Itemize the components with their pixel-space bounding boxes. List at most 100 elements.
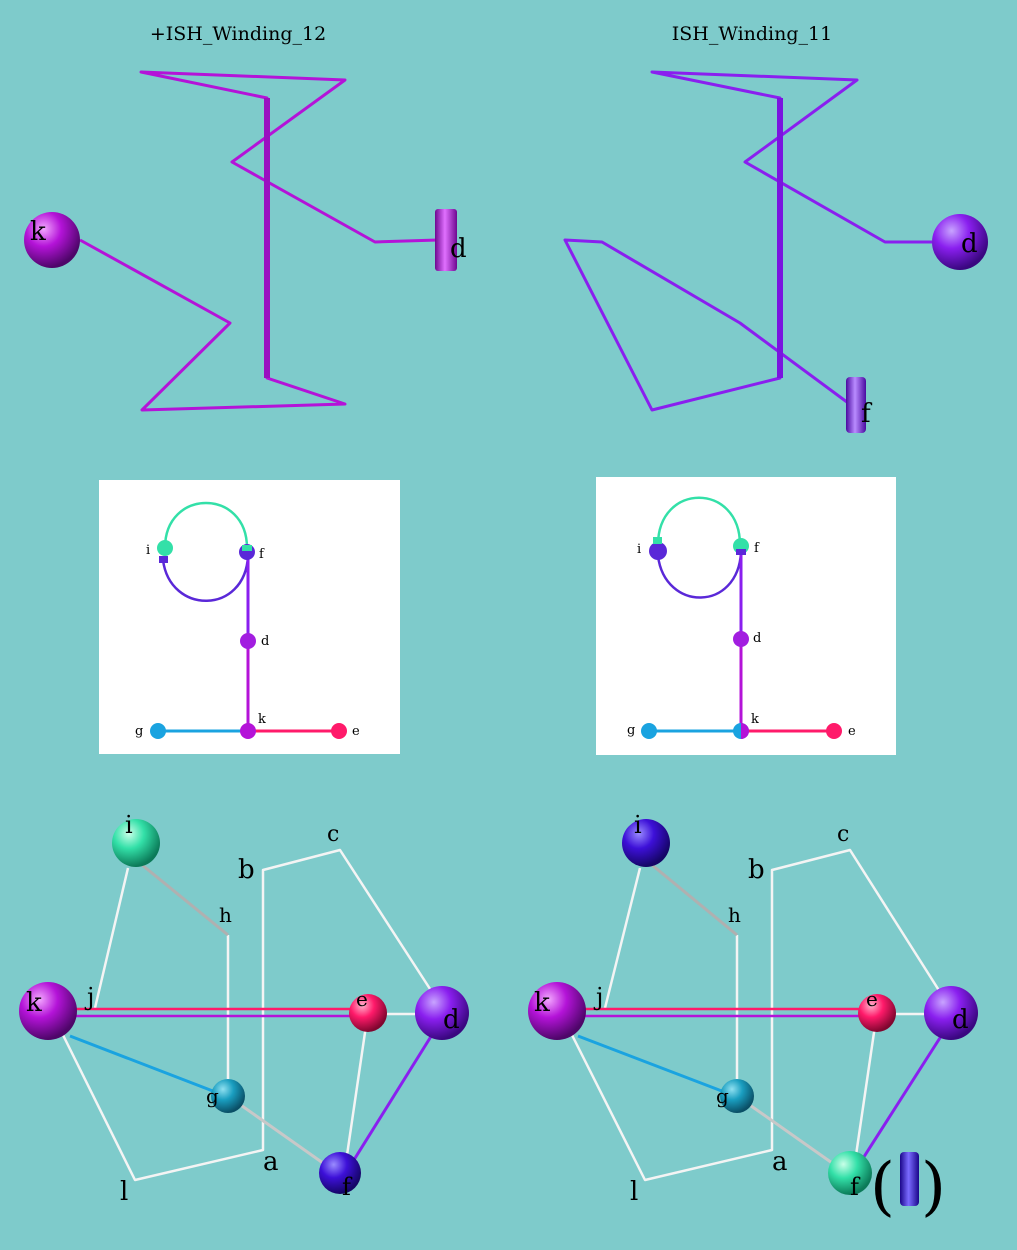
- label-e: e: [866, 987, 878, 1011]
- node-i: [649, 542, 667, 560]
- label-k: k: [30, 217, 46, 247]
- bracket-close: ): [921, 1150, 946, 1224]
- label-a: a: [772, 1147, 788, 1177]
- winding-left-path: [79, 70, 439, 412]
- graph-left-3d: i c b h j k e d g a l f: [19, 811, 469, 1207]
- winding-right-3d: d f: [563, 70, 988, 433]
- label-g: g: [135, 724, 143, 739]
- label-e: e: [848, 724, 856, 739]
- node-g-sphere-icon: [211, 1079, 245, 1113]
- endcap-f-cylinder-icon: [846, 377, 866, 433]
- loop-i-f-bottom-edge: [656, 551, 743, 599]
- label-i: i: [634, 811, 642, 839]
- edge-d-f: [350, 1029, 437, 1164]
- label-d: d: [443, 1005, 460, 1035]
- node-i-sphere-icon: [622, 819, 670, 867]
- label-d: d: [753, 631, 761, 646]
- edge-e-f: [344, 1011, 370, 1163]
- tick-i: [159, 556, 168, 563]
- endcap-cylinder-icon: [900, 1152, 919, 1206]
- node-i: [157, 540, 173, 556]
- winding-right-path: [563, 70, 932, 412]
- edge-i-j: [603, 867, 642, 1009]
- label-j: j: [84, 983, 94, 1011]
- node-k-sphere-icon: [528, 982, 586, 1040]
- label-j: j: [593, 983, 603, 1011]
- label-f: f: [754, 541, 760, 556]
- edge-i-h: [135, 858, 229, 937]
- loop-i-f-bottom-edge: [161, 555, 250, 602]
- tick-i: [653, 537, 662, 544]
- title-left: +ISH_Winding_12: [150, 23, 326, 45]
- label-i: i: [146, 543, 150, 558]
- node-f-sphere-icon: [319, 1152, 361, 1194]
- label-c: c: [837, 822, 849, 847]
- label-d-right: d: [961, 229, 978, 259]
- winding-left-3d: k d: [24, 70, 467, 412]
- label-e: e: [352, 724, 360, 739]
- edge-i-h: [645, 858, 738, 937]
- node-d: [733, 631, 749, 647]
- label-g: g: [206, 1084, 219, 1108]
- label-b: b: [238, 855, 255, 885]
- node-d: [240, 633, 256, 649]
- label-i: i: [637, 542, 641, 557]
- edge-i-j: [93, 867, 130, 1009]
- label-h: h: [728, 903, 741, 927]
- label-f: f: [850, 1173, 861, 1201]
- node-k-sphere-icon: [19, 982, 77, 1040]
- label-e: e: [356, 987, 368, 1011]
- node-g-sphere-icon: [720, 1079, 754, 1113]
- label-l: l: [630, 1177, 638, 1207]
- label-f: f: [342, 1173, 353, 1201]
- edge-g-f: [227, 1094, 331, 1170]
- node-g: [150, 723, 166, 739]
- bracket-open: (: [870, 1150, 895, 1224]
- label-c: c: [327, 822, 339, 847]
- label-a: a: [263, 1147, 279, 1177]
- label-l: l: [120, 1177, 128, 1207]
- node-k: [240, 723, 256, 739]
- schematic-left: i f d g k e: [99, 480, 400, 754]
- node-f-sphere-icon: [828, 1151, 872, 1195]
- label-b: b: [748, 855, 765, 885]
- node-d-sphere-icon: [415, 986, 469, 1040]
- edge-k-g: [577, 1034, 728, 1095]
- label-f: f: [259, 547, 265, 562]
- label-f-right: f: [861, 399, 873, 429]
- node-k-half: [741, 723, 749, 739]
- label-d: d: [952, 1005, 969, 1035]
- white-edges: [570, 848, 942, 1182]
- label-g: g: [627, 723, 635, 738]
- node-d-sphere-icon: [932, 214, 988, 270]
- label-d: d: [261, 634, 269, 649]
- node-g: [641, 723, 657, 739]
- label-k: k: [26, 988, 42, 1018]
- label-i: i: [125, 811, 133, 839]
- edge-g-f: [736, 1094, 836, 1167]
- node-e: [331, 723, 347, 739]
- tick-f: [736, 549, 746, 555]
- loop-i-f-top-edge: [656, 496, 742, 546]
- graph-right-3d: ( ) i c b h j k e d g a l f: [528, 811, 978, 1224]
- loop-i-f-top-edge: [163, 501, 249, 549]
- node-k-sphere-icon: [24, 212, 80, 268]
- endcap-d-cylinder-icon: [435, 209, 457, 271]
- label-k: k: [258, 712, 266, 727]
- title-right: ISH_Winding_11: [672, 23, 832, 45]
- node-d-sphere-icon: [924, 986, 978, 1040]
- edge-k-g: [69, 1034, 219, 1095]
- label-k: k: [751, 712, 759, 727]
- schematic-right: i f d g k e: [596, 477, 896, 755]
- label-g: g: [716, 1084, 729, 1108]
- node-e-sphere-icon: [349, 994, 387, 1032]
- schematic-right-panel: [596, 477, 896, 755]
- node-i-sphere-icon: [112, 819, 160, 867]
- node-e-sphere-icon: [858, 994, 896, 1032]
- label-k: k: [534, 988, 550, 1018]
- label-h: h: [219, 903, 232, 927]
- label-d: d: [450, 234, 467, 264]
- edge-e-f: [853, 1011, 879, 1163]
- node-e: [826, 723, 842, 739]
